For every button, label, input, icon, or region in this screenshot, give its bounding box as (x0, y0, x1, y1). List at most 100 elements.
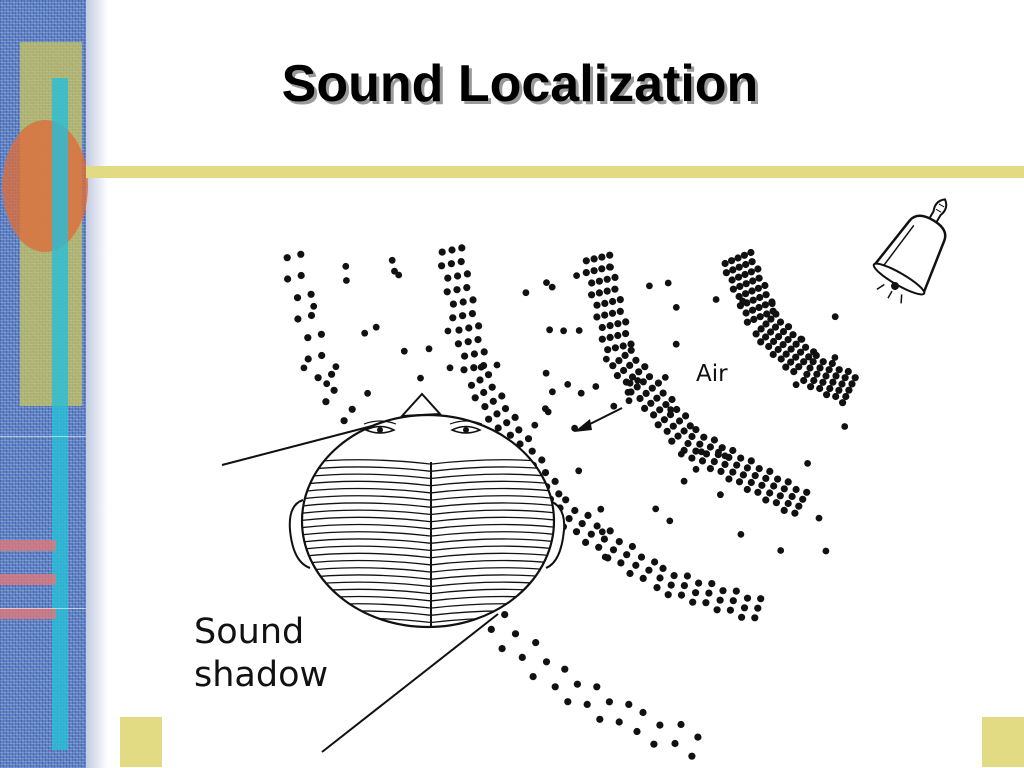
wave-dot (680, 582, 689, 590)
wave-dot (529, 673, 537, 681)
wave-dot (328, 370, 336, 378)
wave-dot (751, 472, 759, 480)
wave-dot (468, 310, 476, 318)
eye-left (363, 420, 397, 434)
wave-dot (668, 437, 676, 445)
wave-dot (810, 376, 818, 385)
wave-dot (595, 289, 604, 297)
wave-dot (443, 288, 451, 296)
wave-dot (641, 404, 649, 412)
head-hatch-line (431, 531, 554, 537)
sound-label: Sound (194, 612, 304, 652)
wave-dot (666, 517, 674, 525)
wave-dot (572, 528, 581, 536)
corner-decoration-right (982, 717, 1024, 767)
wave-dot (754, 284, 763, 292)
wave-dot (565, 515, 573, 523)
wave-dot (792, 353, 800, 361)
wave-dot (583, 700, 591, 709)
wave-dot (562, 496, 570, 504)
wave-dot (684, 439, 692, 448)
wave-dot (762, 333, 770, 341)
wave-dot (728, 257, 736, 265)
wave-dot (611, 285, 619, 293)
wave-dot (361, 329, 369, 337)
wave-dot (582, 538, 590, 547)
wave-dot (692, 465, 700, 473)
wave-dot (573, 272, 580, 279)
wave-dot (489, 397, 497, 405)
wave-dot (522, 289, 530, 297)
wave-dot (593, 313, 601, 321)
wave-dot (747, 478, 755, 487)
wave-dot (605, 698, 614, 706)
wave-dot (706, 465, 715, 473)
wave-dot (762, 320, 770, 328)
wave-dot (735, 478, 744, 486)
head-hatch-line (302, 509, 431, 516)
wave-dot (614, 320, 622, 328)
wave-dot (777, 355, 785, 363)
decorative-divider (0, 436, 86, 437)
wave-dot (538, 456, 546, 464)
head-hatch-line (302, 531, 431, 537)
wave-dot (606, 322, 614, 330)
wave-dot (772, 310, 780, 318)
wave-dot (593, 683, 601, 691)
wave-dot (674, 432, 682, 440)
wave-dot (721, 259, 729, 268)
wave-dot (317, 330, 325, 338)
wave-dot (564, 381, 572, 388)
wave-dot (838, 380, 846, 388)
wave-dot (603, 287, 611, 295)
wave-dot (815, 514, 823, 522)
wave-dot (477, 363, 485, 371)
wave-dot (598, 528, 606, 536)
wave-dot (835, 366, 843, 374)
wave-dot (453, 286, 461, 294)
wave-dot (842, 392, 850, 401)
wave-dot (661, 374, 669, 381)
wave-dot (756, 313, 764, 321)
wave-dot (528, 447, 536, 455)
wave-dot (330, 386, 338, 394)
wave-dot (754, 604, 762, 612)
wave-dot (609, 546, 618, 554)
wave-dot (651, 558, 659, 566)
wave-dot (372, 323, 380, 331)
wave-dot (636, 394, 644, 403)
wave-dot (606, 333, 614, 341)
wave-dot (673, 405, 681, 414)
decorative-divider (0, 608, 86, 609)
wave-dot (639, 574, 647, 583)
wave-dot (751, 614, 759, 622)
wave-dot (615, 357, 623, 365)
wave-dot (471, 394, 479, 402)
wave-dot (501, 405, 510, 413)
wave-dot (601, 299, 609, 307)
wave-dot (666, 411, 675, 419)
wave-dot (635, 368, 643, 376)
decorative-teal-bar (52, 78, 68, 750)
head-hatch-line (431, 509, 554, 516)
wave-dot (425, 345, 433, 353)
wave-dot (506, 431, 514, 439)
wave-dot (717, 467, 725, 475)
wave-dot (784, 478, 792, 486)
wave-dot (551, 683, 559, 691)
wave-dot (800, 358, 808, 366)
wave-dot (476, 376, 484, 384)
wave-dot (737, 454, 745, 462)
wave-dot (633, 383, 641, 391)
wave-dot (835, 386, 843, 394)
wave-dot (766, 489, 774, 497)
wave-dot (782, 350, 790, 358)
wave-dot (829, 378, 837, 386)
wave-dot (680, 427, 688, 435)
wave-dot (641, 363, 649, 371)
wave-dot (700, 433, 708, 441)
wave-dot (812, 351, 820, 360)
wave-dot (615, 718, 623, 726)
wave-dot (457, 258, 465, 266)
wave-dot (688, 454, 696, 462)
